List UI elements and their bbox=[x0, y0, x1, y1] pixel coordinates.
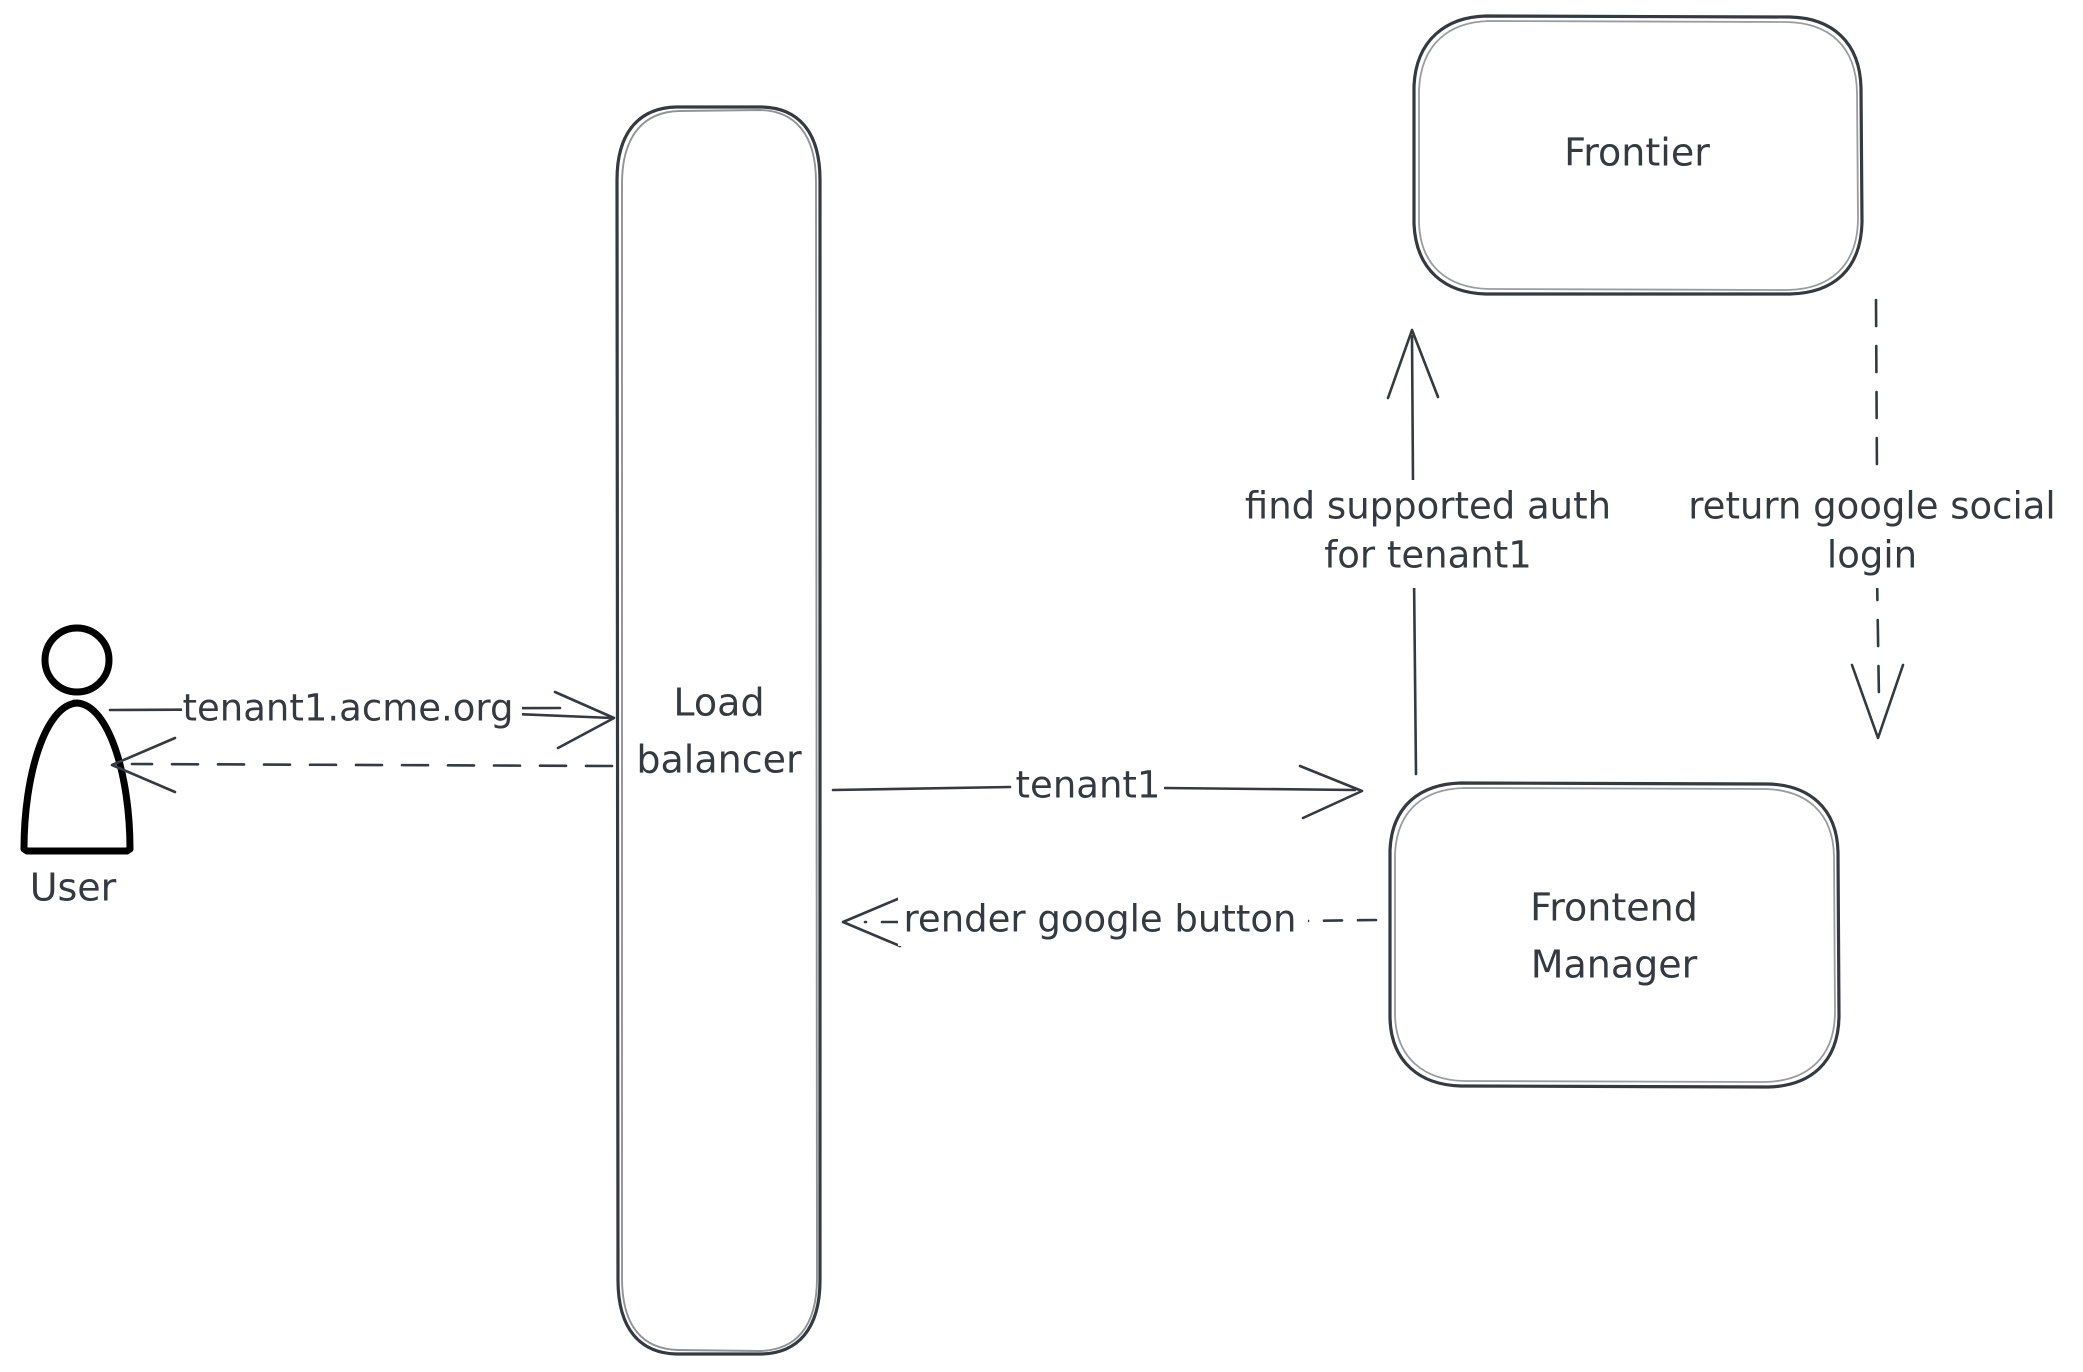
edge-fm-to-frontier-label-line2: for tenant1 bbox=[1324, 534, 1532, 577]
edge-load-balancer-to-user[interactable] bbox=[110, 736, 614, 794]
actor-user-label: User bbox=[30, 866, 117, 910]
node-frontend-manager[interactable]: Frontend Manager bbox=[1388, 781, 1841, 1089]
edge-frontend-manager-to-load-balancer[interactable]: render google button bbox=[841, 896, 1378, 948]
edge-user-to-lb-label-bg bbox=[182, 684, 522, 732]
node-load-balancer-label-line1: Load bbox=[673, 681, 764, 725]
edge-frontier-to-frontend-manager[interactable]: return google social login bbox=[1664, 298, 2078, 740]
edge-fm-to-frontier-label-line1: find supported auth bbox=[1245, 485, 1611, 528]
edge-frontier-to-fm-label-line2: login bbox=[1827, 534, 1917, 577]
edge-frontend-manager-to-frontier[interactable]: find supported auth for tenant1 bbox=[1222, 328, 1634, 776]
edge-frontier-to-fm-label-bg bbox=[1664, 480, 2078, 588]
edge-lb-to-fm-label: tenant1 bbox=[1016, 764, 1161, 807]
edge-load-balancer-to-frontend-manager[interactable]: tenant1 bbox=[831, 762, 1364, 820]
node-load-balancer-label-line2: balancer bbox=[636, 738, 802, 782]
node-frontier-label: Frontier bbox=[1564, 131, 1710, 175]
node-frontend-manager-label-line2: Manager bbox=[1531, 943, 1698, 987]
edge-user-to-lb-label: tenant1.acme.org bbox=[183, 687, 514, 730]
edge-fm-to-frontier-label-bg bbox=[1222, 480, 1634, 588]
edge-frontier-to-fm-label-line1: return google social bbox=[1688, 485, 2055, 528]
edge-fm-to-lb-label: render google button bbox=[904, 898, 1297, 941]
node-user[interactable]: User bbox=[20, 624, 134, 910]
edge-user-to-load-balancer[interactable]: tenant1.acme.org bbox=[108, 684, 616, 750]
node-frontier[interactable]: Frontier bbox=[1412, 14, 1864, 296]
node-load-balancer[interactable]: Load balancer bbox=[615, 105, 822, 1356]
edge-lb-to-fm-label-bg bbox=[1012, 762, 1164, 810]
node-frontend-manager-label-line1: Frontend bbox=[1530, 886, 1698, 930]
edge-fm-to-lb-label-bg bbox=[898, 896, 1308, 946]
